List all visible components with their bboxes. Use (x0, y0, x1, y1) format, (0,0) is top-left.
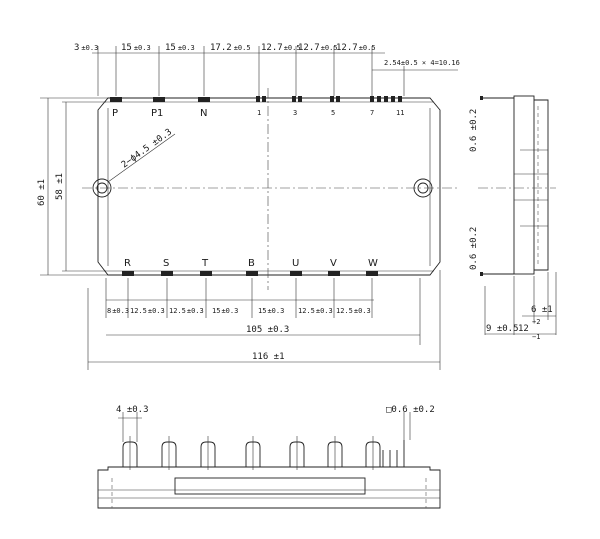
bottom-pin-labels: R S T B U V W (124, 258, 378, 269)
svg-text:12.5±0.3: 12.5±0.3 (130, 307, 165, 315)
svg-text:15±0.3: 15±0.3 (212, 307, 238, 315)
height-dimensions: 60 ±1 58 ±1 (37, 97, 108, 276)
terminal-n (198, 97, 210, 102)
pin-label: 1 (257, 109, 261, 117)
svg-text:60 ±1: 60 ±1 (37, 179, 47, 206)
pin-label: 11 (396, 109, 404, 117)
bottom-dimension-chain: 8±0.3 12.5±0.3 12.5±0.3 15±0.3 15±0.3 12… (87, 270, 441, 370)
terminal-p1 (153, 97, 165, 102)
front-terminals (122, 440, 405, 467)
top-dimension-chain: 3±0.3 15±0.3 15±0.3 17.2±0.5 12.7±0.5 12… (74, 43, 460, 96)
module-outline (97, 97, 441, 276)
svg-text:12.7±0.5: 12.7±0.5 (336, 43, 376, 53)
pin-label: V (330, 258, 337, 269)
svg-text:12.5±0.3: 12.5±0.3 (169, 307, 204, 315)
mounting-hole-right (413, 178, 433, 198)
overall-105: 105 ±0.3 (246, 325, 289, 335)
pitch-note: 2.54±0.5 × 4=10.16 (384, 59, 460, 67)
pin-label: 5 (331, 109, 335, 117)
mounting-hole-left (92, 178, 112, 198)
top-pin-labels: P P1 N 1 3 5 7 11 (112, 108, 404, 119)
svg-text:12.5±0.3: 12.5±0.3 (336, 307, 371, 315)
svg-text:15±0.3: 15±0.3 (258, 307, 284, 315)
hole-spec-label: 2−ϕ4.5 ±0.3 (120, 127, 174, 170)
svg-text:12.7±0.5: 12.7±0.5 (261, 43, 301, 53)
side-bottom-dim: 0.6 ±0.2 (469, 227, 479, 270)
svg-text:17.2±0.5: 17.2±0.5 (210, 43, 251, 53)
side-top-dim: 0.6 ±0.2 (469, 109, 479, 152)
side-6: 6 ±1 (531, 305, 553, 315)
top-terminals (110, 96, 402, 102)
svg-text:58 ±1: 58 ±1 (55, 173, 65, 200)
pin-label: T (201, 258, 209, 269)
front-square-pin: □0.6 ±0.2 (386, 405, 435, 415)
side-12-tol-plus: +2 (532, 318, 540, 326)
pin-label: W (368, 258, 378, 269)
side-view: 0.6 ±0.2 0.6 ±0.2 6 ±1 9 ±0.5 12 +2 −1 (469, 95, 557, 341)
pin-label: 3 (293, 109, 297, 117)
side-12-tol-minus: −1 (532, 333, 540, 341)
svg-text:15±0.3: 15±0.3 (165, 43, 195, 53)
svg-text:3±0.3: 3±0.3 (74, 43, 98, 53)
pin-label: S (163, 258, 169, 269)
pin-label: P (112, 108, 118, 119)
overall-116: 116 ±1 (252, 352, 285, 362)
side-9: 9 ±0.5 (486, 324, 519, 334)
top-view: 2−ϕ4.5 ±0.3 P P1 N 1 3 5 7 11 (37, 43, 460, 370)
pin-label: R (124, 258, 131, 269)
svg-text:15±0.3: 15±0.3 (121, 43, 151, 53)
front-view: 4 ±0.3 □0.6 ±0.2 (97, 405, 441, 509)
svg-text:12.5±0.3: 12.5±0.3 (298, 307, 333, 315)
pin-label: B (248, 258, 255, 269)
pin-label: U (292, 258, 299, 269)
pin-label: 7 (370, 109, 374, 117)
svg-text:12.7±0.5: 12.7±0.5 (298, 43, 338, 53)
pin-label: N (200, 108, 207, 119)
bottom-terminals (122, 271, 378, 276)
front-4: 4 ±0.3 (116, 405, 149, 415)
pin-label: P1 (151, 108, 163, 119)
terminal-p (110, 97, 122, 102)
svg-text:8±0.3: 8±0.3 (107, 307, 129, 315)
side-12: 12 (518, 324, 529, 334)
